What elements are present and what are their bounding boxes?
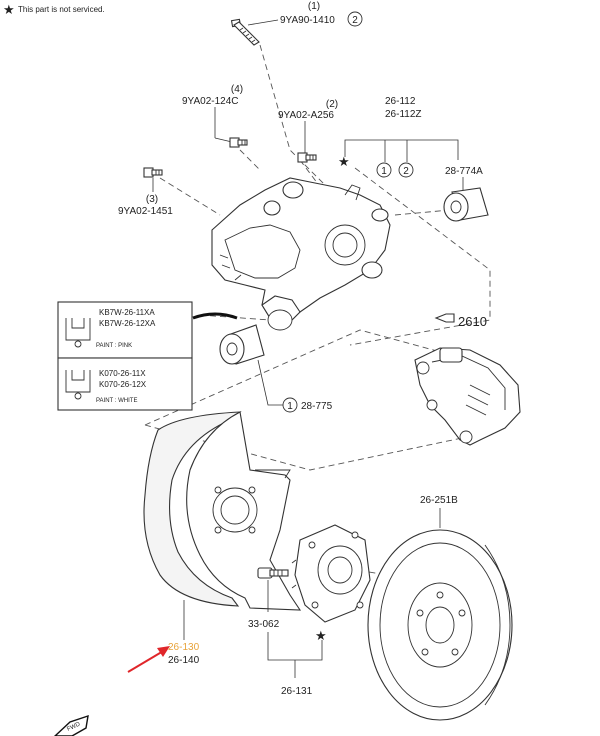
red-arrow xyxy=(127,646,170,673)
bolt-124c xyxy=(229,137,248,148)
ref-circle-1-lower xyxy=(282,397,298,413)
hub-bolt-code: 33-062 xyxy=(248,619,280,630)
disc-code: 26-251B xyxy=(420,495,458,506)
not-serviced-note: ★ This part is not serviced. xyxy=(3,2,105,17)
hub-code: 26-131 xyxy=(281,686,313,697)
star-not-serviced-hub: ★ xyxy=(315,628,327,643)
bolt-1451-code: 9YA02-1451 xyxy=(118,206,173,217)
ref-circle-1 xyxy=(376,162,392,178)
bolt-top-code: 9YA90-1410 xyxy=(280,15,335,26)
callout-pink-paint: PAINT : PINK xyxy=(96,343,132,349)
brake-disc xyxy=(367,529,513,721)
callout-white-paint: PAINT : WHITE xyxy=(96,398,137,404)
callout-white-code-2: K070-26-12X xyxy=(99,380,147,389)
bolt-top-circle: 2 xyxy=(352,15,358,26)
bolt-124c-num: (4) xyxy=(231,84,243,95)
bolt-124c-code: 9YA02-124C xyxy=(182,96,239,107)
bushing-code: 28-774A xyxy=(445,166,483,177)
callout-box-white xyxy=(57,357,193,411)
star-not-serviced-knuckle: ★ xyxy=(338,154,350,169)
bushing-sketch-pink xyxy=(65,318,91,348)
pointer-hand-icon xyxy=(434,313,455,323)
fwd-indicator: FWD xyxy=(53,714,89,736)
bolt-top-num: (1) xyxy=(308,1,320,12)
hub-bearing xyxy=(291,524,371,623)
dust-shield xyxy=(143,411,302,611)
caliper-label: 2610 xyxy=(434,313,487,329)
ref-circle-2-top xyxy=(347,11,363,27)
upper-stud-bolt xyxy=(230,18,260,46)
rear-knuckle xyxy=(211,177,391,331)
callout-pink-code-1: KB7W-26-11XA xyxy=(99,308,155,317)
note-text: This part is not serviced. xyxy=(18,5,105,14)
circle-2-label: 2 xyxy=(403,166,409,177)
bolt-a256-code: 9YA02-A256 xyxy=(278,110,334,121)
callout-box-pink xyxy=(57,301,193,359)
knuckle-code-1: 26-112 xyxy=(385,96,416,107)
ref-circle-2 xyxy=(398,162,414,178)
brake-caliper xyxy=(414,347,521,446)
bolt-1451 xyxy=(143,167,163,178)
bolt-a256-num: (2) xyxy=(326,99,338,110)
bushing-lower-code: 28-775 xyxy=(301,401,333,412)
bushing-28-774a xyxy=(443,187,489,222)
bolt-1451-num: (3) xyxy=(146,194,158,205)
star-icon: ★ xyxy=(3,2,15,17)
callout-pointer-arc xyxy=(192,312,238,320)
hub-stud-bolt xyxy=(257,567,289,579)
callout-pink-code-2: KB7W-26-12XA xyxy=(99,319,156,328)
circle-1-label: 1 xyxy=(381,166,387,177)
fwd-label: FWD xyxy=(66,721,82,732)
bushing-28-775 xyxy=(219,324,265,365)
callout-boxes: KB7W-26-11XA KB7W-26-12XA PAINT : PINK K… xyxy=(57,301,193,411)
bushing-sketch-white xyxy=(65,370,91,400)
circle-1-lower-label: 1 xyxy=(287,401,293,412)
shield-code-highlight: 26-130 xyxy=(168,642,200,653)
bolt-a256 xyxy=(297,152,317,163)
shield-code: 26-140 xyxy=(168,655,200,666)
caliper-code: 2610 xyxy=(458,314,487,329)
knuckle-code-2: 26-112Z xyxy=(385,109,422,120)
callout-white-code-1: K070-26-11X xyxy=(99,369,146,378)
